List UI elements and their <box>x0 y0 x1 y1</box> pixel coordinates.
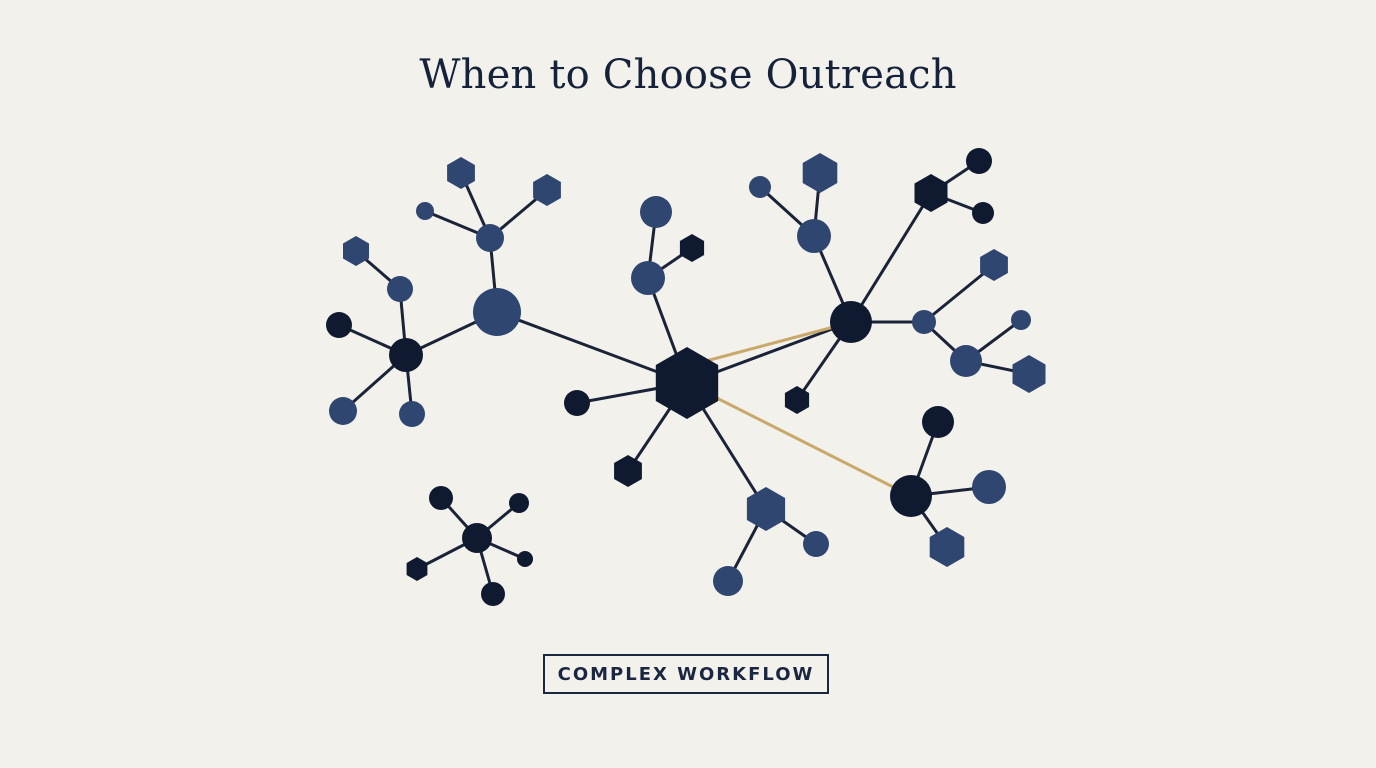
node-n-bl2 <box>509 493 529 513</box>
node-n-m4b <box>713 566 743 596</box>
node-n-r1a <box>802 153 838 193</box>
node-n-r4b <box>950 345 982 377</box>
nodes <box>326 148 1046 606</box>
node-n-l1a <box>447 157 475 189</box>
node-n-l1b <box>533 174 561 206</box>
node-n-l1c <box>416 202 434 220</box>
node-n-ll3 <box>326 312 352 338</box>
node-n-m3 <box>614 455 642 487</box>
node-n-m4 <box>746 487 786 531</box>
node-hub <box>655 347 719 419</box>
node-n-bl4 <box>517 551 533 567</box>
node-n-bl5 <box>481 582 505 606</box>
node-hub-r <box>830 301 872 343</box>
node-hub-bl <box>462 523 492 553</box>
node-n-r4d <box>1012 355 1046 393</box>
node-n-m1b <box>679 234 705 262</box>
node-n-ll4 <box>329 397 357 425</box>
node-n-bl3 <box>406 557 428 581</box>
node-n-m1a <box>640 196 672 228</box>
page-title: When to Choose Outreach <box>419 52 957 98</box>
node-n-r4a <box>980 249 1008 281</box>
node-n-ll2 <box>343 236 369 266</box>
node-n-m4a <box>803 531 829 557</box>
node-n-m1 <box>631 261 665 295</box>
node-n-bl1 <box>429 486 453 510</box>
edge <box>849 191 933 324</box>
node-n-r1b <box>749 176 771 198</box>
node-hub-ll <box>389 338 423 372</box>
node-n-br2 <box>972 470 1006 504</box>
node-n-r3 <box>784 386 810 414</box>
node-n-r2b <box>972 202 994 224</box>
node-n-ll1 <box>387 276 413 302</box>
node-n-ll5 <box>399 401 425 427</box>
node-n-l1 <box>476 224 504 252</box>
node-n-r4 <box>912 310 936 334</box>
node-n-r2a <box>966 148 992 174</box>
edge <box>495 310 689 385</box>
node-n-r1 <box>797 219 831 253</box>
node-hub-l <box>473 288 521 336</box>
edge-highlight <box>685 381 913 498</box>
node-n-br1 <box>922 406 954 438</box>
edge <box>922 263 996 324</box>
node-n-r2 <box>914 174 948 212</box>
node-n-br3 <box>929 527 965 567</box>
edge-highlight <box>689 322 847 367</box>
node-n-m2 <box>564 390 590 416</box>
node-n-r4c <box>1011 310 1031 330</box>
node-hub-br <box>890 475 932 517</box>
complex-workflow-tag: COMPLEX WORKFLOW <box>543 654 829 694</box>
